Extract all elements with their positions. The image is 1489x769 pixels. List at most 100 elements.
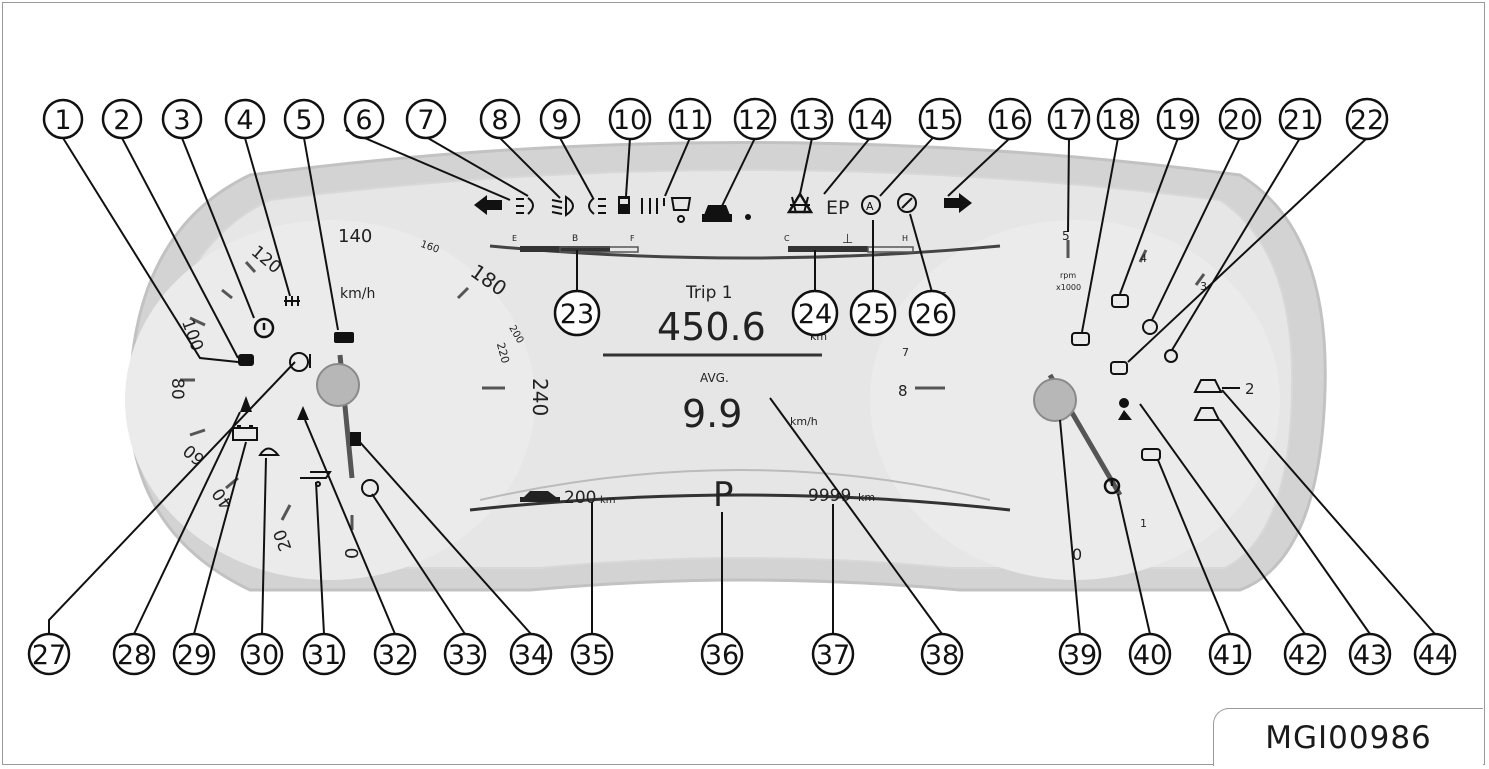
callout-11: 11	[668, 97, 712, 141]
callout-33: 33	[443, 632, 487, 676]
glow-plug-icon	[641, 198, 665, 214]
svg-text:20: 20	[1223, 105, 1257, 136]
airbag-icon	[670, 197, 692, 223]
callout-22: 22	[1345, 97, 1389, 141]
rpm-tick-7: 7	[902, 346, 909, 359]
speedometer-hub	[316, 354, 360, 479]
avg-unit: km/h	[790, 415, 818, 428]
ep-indicator-icon: EP	[826, 197, 849, 219]
callout-41: 41	[1208, 632, 1252, 676]
svg-text:40: 40	[1133, 640, 1167, 671]
callout-17: 17	[1047, 97, 1091, 141]
range-car-icon	[520, 491, 560, 502]
speed-tick-240: 240	[528, 378, 552, 416]
svg-text:19: 19	[1161, 105, 1195, 136]
rpm-unit-line2: x1000	[1056, 283, 1081, 292]
seatbelt-icon-1	[238, 354, 254, 366]
hazard-warning-icon	[786, 191, 814, 214]
fuel-label-e: E	[512, 234, 517, 243]
callout-36: 36	[700, 632, 744, 676]
svg-text:41: 41	[1213, 640, 1247, 671]
speed-tick-220: 220	[494, 341, 512, 365]
callout-24: 24	[791, 289, 839, 337]
callout-43: 43	[1348, 632, 1392, 676]
callout-5: 5	[283, 98, 325, 140]
speedometer-scale-marks	[180, 260, 505, 530]
temp-gauge-bar	[788, 246, 914, 253]
svg-text:43: 43	[1353, 640, 1387, 671]
rear-fog-light-icon	[588, 197, 606, 215]
brake-warning-icon	[253, 317, 275, 339]
svg-text:11: 11	[673, 105, 707, 136]
callout-28: 28	[112, 632, 156, 676]
svg-text:17: 17	[1052, 105, 1086, 136]
svg-text:24: 24	[798, 299, 832, 330]
callout-26: 26	[908, 289, 956, 337]
range-unit: km	[600, 495, 616, 506]
rpm-tick-0: 0	[1072, 545, 1082, 564]
speed-tick-140: 140	[338, 226, 372, 247]
speed-limiter-icon	[897, 193, 917, 213]
fuel-label-f: F	[630, 234, 635, 243]
svg-text:36: 36	[705, 640, 739, 671]
svg-text:3: 3	[173, 105, 190, 136]
abs-icon	[361, 479, 379, 497]
callout-37: 37	[811, 632, 855, 676]
callout-42: 42	[1283, 632, 1327, 676]
svg-text:22: 22	[1350, 105, 1384, 136]
adaptive-cruise-icon	[1164, 349, 1178, 363]
svg-text:9: 9	[551, 105, 568, 136]
callout-3: 3	[161, 98, 203, 140]
svg-text:32: 32	[378, 640, 412, 671]
epb-icon	[258, 447, 281, 456]
avg-value: 9.9	[682, 392, 742, 436]
brake-hold-icon	[1141, 448, 1161, 461]
svg-text:38: 38	[925, 640, 959, 671]
svg-text:16: 16	[993, 105, 1027, 136]
svg-text:8: 8	[491, 105, 508, 136]
svg-text:7: 7	[417, 105, 434, 136]
svg-text:1: 1	[54, 105, 71, 136]
callout-27: 27	[27, 632, 71, 676]
svg-text:2: 2	[113, 105, 130, 136]
svg-text:44: 44	[1418, 640, 1452, 671]
callout-4: 4	[224, 98, 266, 140]
svg-text:29: 29	[177, 640, 211, 671]
svg-text:25: 25	[856, 299, 890, 330]
vehicle-ahead-icon	[702, 205, 751, 222]
door-open-icon	[350, 432, 361, 446]
range-value: 200	[564, 488, 596, 508]
svg-text:13: 13	[795, 105, 829, 136]
svg-text:12: 12	[738, 105, 772, 136]
speed-unit: km/h	[340, 286, 375, 302]
fuel-gauge-bar	[520, 246, 639, 253]
callout-leader-lines	[48, 129, 1436, 635]
svg-text:39: 39	[1063, 640, 1097, 671]
lane-keeping-icon	[1110, 361, 1128, 375]
callout-35: 35	[570, 632, 614, 676]
svg-text:34: 34	[514, 640, 548, 671]
svg-text:28: 28	[117, 640, 151, 671]
odometer-value: 9999	[808, 486, 851, 506]
bottom-arc-line-outer	[479, 469, 991, 501]
callout-32: 32	[373, 632, 417, 676]
callout-12: 12	[733, 97, 777, 141]
svg-text:4: 4	[236, 105, 253, 136]
callout-2: 2	[101, 98, 143, 140]
trip-label: Trip 1	[685, 283, 733, 303]
bottom-arc-line	[469, 493, 1011, 512]
svg-text:33: 33	[448, 640, 482, 671]
callout-31: 31	[302, 632, 346, 676]
esp-icon	[1193, 407, 1221, 421]
callout-10: 10	[608, 97, 652, 141]
callout-8: 8	[479, 98, 521, 140]
callout-9: 9	[539, 98, 581, 140]
svg-text:A: A	[866, 200, 874, 213]
svg-text:31: 31	[307, 640, 341, 671]
cruise-icon-19	[1111, 294, 1129, 308]
svg-text:6: 6	[355, 105, 372, 136]
svg-text:35: 35	[575, 640, 609, 671]
rpm-tick-8: 8	[898, 382, 908, 400]
svg-text:10: 10	[613, 105, 647, 136]
